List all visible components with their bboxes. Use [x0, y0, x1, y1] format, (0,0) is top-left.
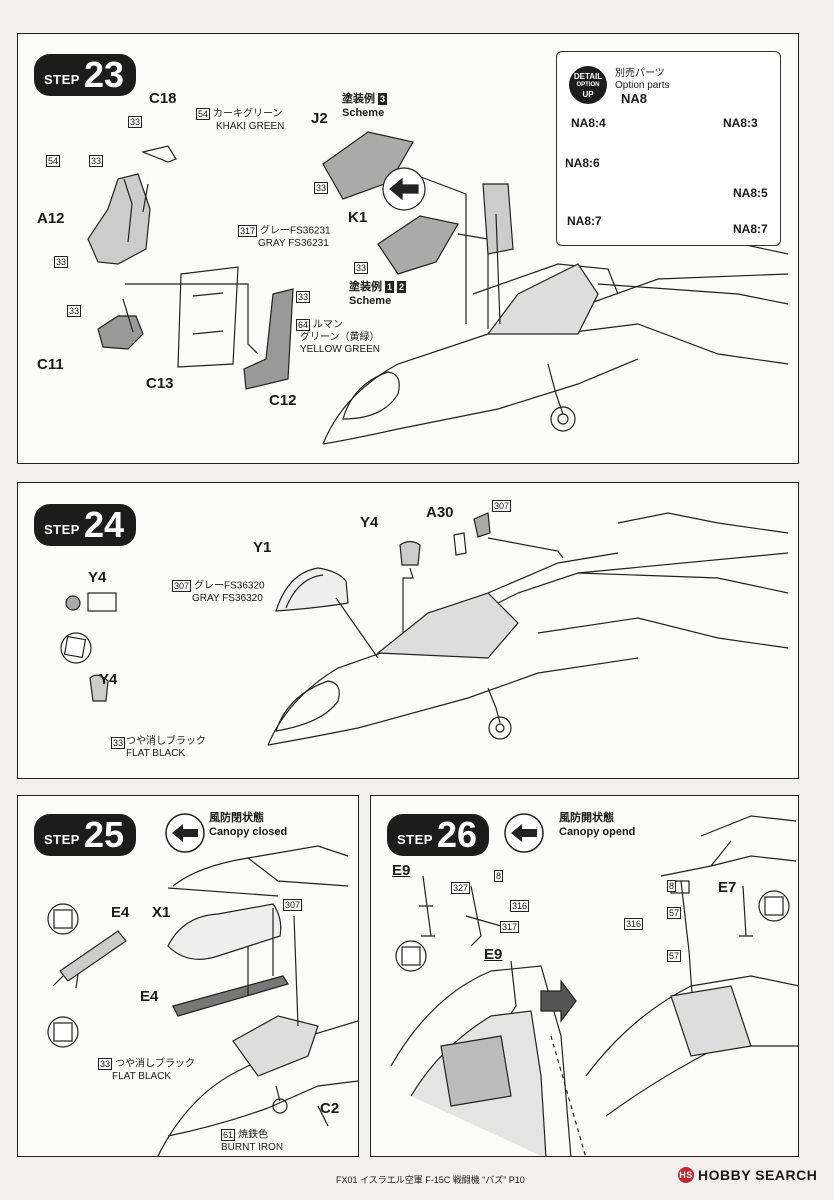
- na8-7-label: NA8:7: [733, 222, 768, 236]
- part-k1-label: K1: [348, 209, 368, 226]
- part-e4-label: E4: [140, 988, 159, 1005]
- part-e9-label: E9: [484, 946, 503, 963]
- detail-up-icon: DETAIL OPTION UP: [569, 66, 607, 104]
- step-label: STEP: [44, 831, 80, 847]
- step-label: STEP: [44, 521, 80, 537]
- step-24-badge: STEP 24: [34, 504, 137, 546]
- step-label: STEP: [397, 831, 433, 847]
- code-327: 327: [451, 882, 471, 894]
- code-57: 57: [667, 907, 682, 919]
- na8-4-label: NA8:4: [571, 116, 606, 130]
- code-8: 8: [494, 870, 504, 882]
- code-57: 57: [667, 950, 682, 962]
- code-33: 33: [67, 305, 82, 317]
- code-307: 307: [283, 899, 303, 911]
- part-y4-label: Y4: [88, 569, 107, 586]
- na8-5-label: NA8:5: [733, 186, 768, 200]
- part-c13-label: C13: [146, 375, 174, 392]
- step-25-drawing: [47, 845, 358, 1156]
- code-33: 33: [111, 737, 126, 749]
- step-26-badge: STEP 26: [387, 814, 490, 856]
- hobby-search-watermark: HS HOBBY SEARCH: [678, 1167, 817, 1183]
- code-54: 54: [46, 155, 61, 167]
- na8-3-label: NA8:3: [723, 116, 758, 130]
- na8-label: NA8: [621, 91, 648, 106]
- hobby-search-logo-icon: HS: [678, 1167, 694, 1183]
- code-317: 317: [500, 921, 520, 933]
- code-33: 33: [296, 291, 311, 303]
- step-25-badge: STEP 25: [34, 814, 137, 856]
- part-e9-label: E9: [392, 862, 411, 879]
- step-number: 23: [83, 54, 125, 95]
- part-a12-label: A12: [37, 210, 65, 227]
- code-8: 8: [667, 880, 677, 892]
- part-c2-label: C2: [320, 1100, 340, 1117]
- brand-text: HOBBY SEARCH: [698, 1167, 818, 1183]
- canopy-opened-marker-icon: [504, 813, 544, 853]
- code-33: 33: [54, 256, 69, 268]
- part-c18-label: C18: [149, 90, 177, 107]
- part-e4-label: E4: [111, 904, 130, 921]
- part-a30-label: A30: [426, 504, 454, 521]
- step-24-drawing: [60, 512, 789, 746]
- part-j2-label: J2: [311, 110, 328, 127]
- part-e7-label: E7: [718, 879, 737, 896]
- step-number: 24: [83, 504, 125, 545]
- code-33: 33: [89, 155, 104, 167]
- code-307: 307: [492, 500, 512, 512]
- code-316: 316: [624, 918, 644, 930]
- step-number: 25: [83, 814, 125, 855]
- code-316: 316: [510, 900, 530, 912]
- na8-6-label: NA8:6: [565, 156, 600, 170]
- code-33: 33: [314, 182, 329, 194]
- na8-7-label: NA8:7: [567, 214, 602, 228]
- part-y1-label: Y1: [253, 539, 272, 556]
- part-y4-label: Y4: [360, 514, 379, 531]
- canopy-closed-marker-icon: [165, 813, 205, 853]
- step-23-badge: STEP 23: [34, 54, 137, 96]
- part-c12-label: C12: [269, 392, 297, 409]
- part-c11-label: C11: [37, 356, 64, 373]
- code-33: 33: [354, 262, 369, 274]
- part-y4-label: Y4: [99, 671, 118, 688]
- code-33: 33: [128, 116, 143, 128]
- step-label: STEP: [44, 71, 80, 87]
- step-number: 26: [436, 814, 478, 855]
- step-26-drawing: [390, 815, 798, 1156]
- part-x1-label: X1: [152, 904, 171, 921]
- page-footer: FX01 イスラエル空軍 F-15C 戦闘機 “バズ” P10: [336, 1175, 525, 1185]
